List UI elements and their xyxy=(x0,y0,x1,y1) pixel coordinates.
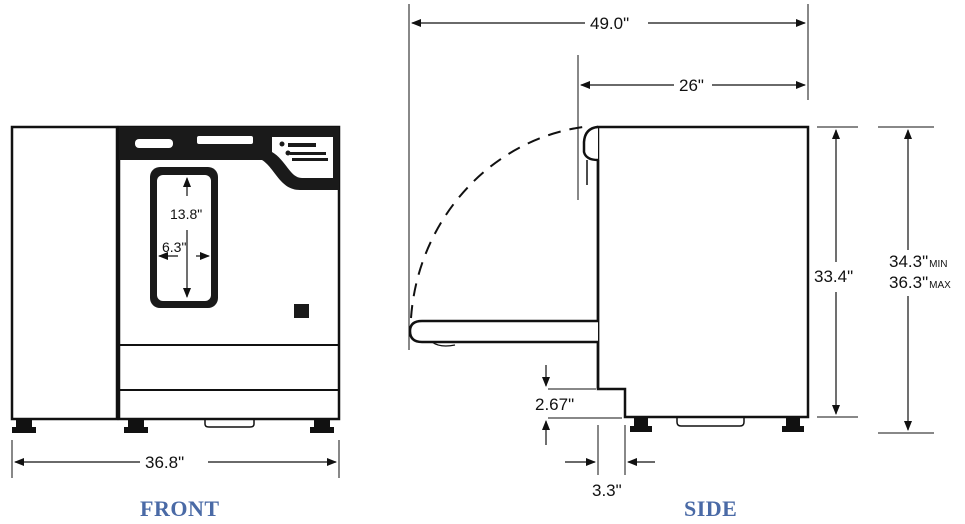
side-door-swing-arc xyxy=(410,126,584,319)
side-overall-depth-label: 49.0" xyxy=(590,14,629,33)
front-view-label: FRONT xyxy=(140,496,220,521)
front-feet xyxy=(12,419,334,433)
side-body-height-label: 33.4" xyxy=(814,267,853,286)
side-drawer-handle xyxy=(676,417,745,427)
front-handle-slot xyxy=(135,139,173,148)
side-view: 49.0" 26" 33.4" xyxy=(408,4,951,521)
front-window-height-label: 13.8" xyxy=(170,206,202,222)
front-window-width-label: 6.3" xyxy=(162,239,186,255)
side-view-label: SIDE xyxy=(684,496,737,521)
side-step-height-label: 2.67" xyxy=(535,395,574,414)
side-body-depth-label: 26" xyxy=(679,76,704,95)
side-height-max-label: 36.3"MAX xyxy=(889,273,951,292)
front-window-glass xyxy=(157,175,211,301)
front-view: 13.8" 6.3" 36.8" FRONT xyxy=(10,125,341,521)
side-step-depth-label: 3.3" xyxy=(592,481,622,500)
side-feet xyxy=(630,417,804,432)
side-main-body xyxy=(596,125,810,419)
front-latch-icon xyxy=(294,304,309,318)
front-drawer-handle xyxy=(204,419,255,428)
front-width-label: 36.8" xyxy=(145,453,184,472)
side-height-min-label: 34.3"MIN xyxy=(889,252,947,271)
side-open-door xyxy=(408,319,598,344)
front-control-pad xyxy=(272,137,333,178)
front-left-cabinet xyxy=(10,125,119,421)
front-display-slot xyxy=(197,136,253,144)
